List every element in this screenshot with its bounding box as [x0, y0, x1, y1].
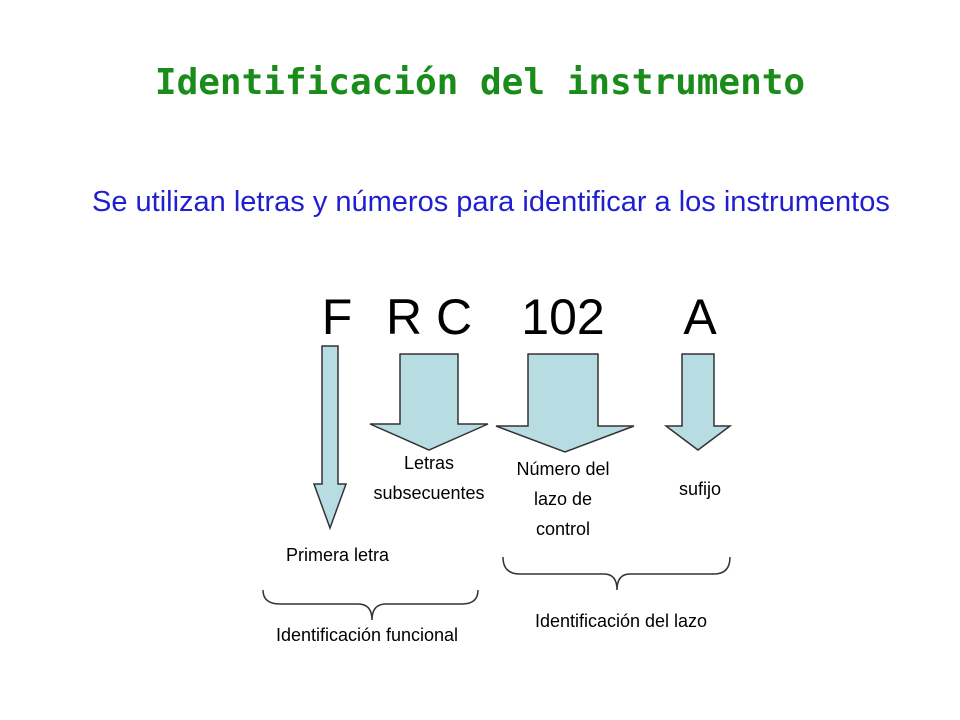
- slide-title: Identificación del instrumento: [154, 62, 806, 103]
- code-first-letter: F: [321, 289, 353, 345]
- arrow-loop-number: [495, 353, 635, 453]
- arrow-first-letter: [312, 345, 348, 531]
- brace-functional: [262, 589, 479, 621]
- code-loop-number: 102: [521, 289, 605, 345]
- label-identificacion-lazo: Identificación del lazo: [534, 611, 708, 631]
- label-numero-lazo: Número del lazo de control: [516, 459, 610, 539]
- arrow-suffix: [663, 353, 733, 451]
- label-letras-subsecuentes: Letras subsecuentes: [373, 453, 485, 503]
- brace-loop: [502, 556, 731, 591]
- label-primera-letra: Primera letra: [286, 545, 390, 565]
- arrow-subsequent-letters: [369, 353, 489, 451]
- label-identificacion-funcional: Identificación funcional: [275, 625, 459, 645]
- code-subsequent-letters: R C: [385, 289, 473, 345]
- label-sufijo: sufijo: [678, 479, 722, 499]
- slide-subtitle: Se utilizan letras y números para identi…: [92, 186, 890, 218]
- code-suffix: A: [683, 289, 717, 345]
